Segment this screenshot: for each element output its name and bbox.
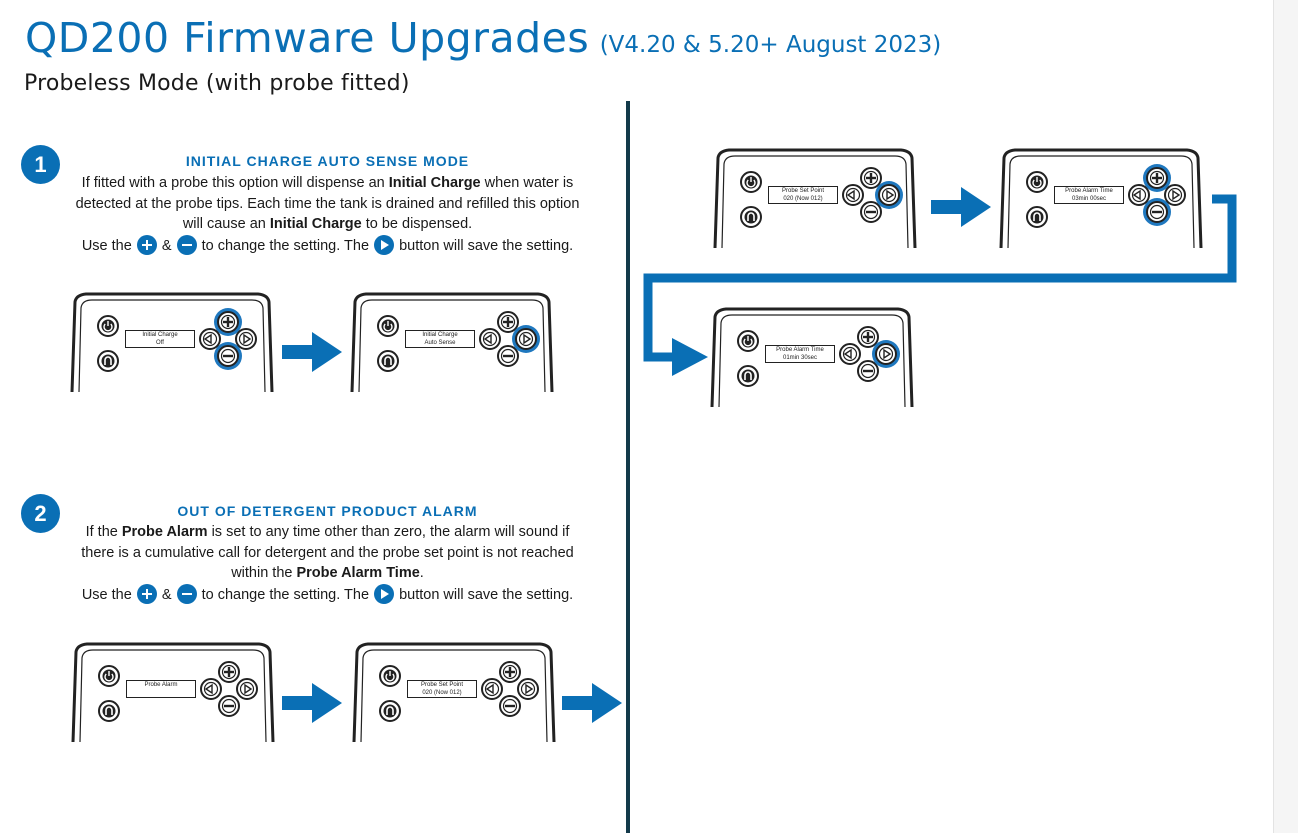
- scrollbar-track[interactable]: [1273, 0, 1298, 833]
- flow-arrow-icon: [931, 187, 991, 227]
- right-arrow-icon: [875, 181, 903, 209]
- right-arrow-icon: [235, 328, 257, 350]
- plus-button-icon: [1143, 164, 1171, 192]
- power-icon: [98, 665, 120, 687]
- magnet-icon: [1026, 206, 1048, 228]
- power-icon: [1026, 171, 1048, 193]
- left-arrow-icon: [479, 328, 501, 350]
- flow-arrow-icon: [282, 683, 342, 723]
- minus-button-icon: [497, 345, 519, 367]
- title-version: (V4.20 & 5.20+ August 2023): [599, 32, 942, 58]
- minus-button-icon: [218, 695, 240, 717]
- magnet-icon: [379, 700, 401, 722]
- power-icon: [97, 315, 119, 337]
- title-main: QD200 Firmware Upgrades: [25, 14, 590, 62]
- plus-button-icon: [218, 661, 240, 683]
- left-arrow-icon: [481, 678, 503, 700]
- left-arrow-icon: [199, 328, 221, 350]
- magnet-icon: [737, 365, 759, 387]
- plus-button-icon: [857, 326, 879, 348]
- usage-line-2: Use the & to change the setting. The but…: [82, 583, 573, 604]
- page-title: QD200 Firmware Upgrades (V4.20 & 5.20+ A…: [25, 14, 941, 62]
- magnet-icon: [740, 206, 762, 228]
- right-arrow-icon: [1164, 184, 1186, 206]
- left-arrow-icon: [1128, 184, 1150, 206]
- plus-button-icon: [860, 167, 882, 189]
- minus-button-icon: [860, 201, 882, 223]
- page-subtitle: Probeless Mode (with probe fitted): [24, 71, 410, 96]
- usage-line-1: Use the & to change the setting. The but…: [82, 234, 573, 255]
- power-icon: [740, 171, 762, 193]
- magnet-icon: [98, 700, 120, 722]
- plus-button-icon: [136, 234, 157, 255]
- play-button-icon: [374, 583, 395, 604]
- flow-arrow-icon: [282, 332, 342, 372]
- section-heading-2: OUT OF DETERGENT PRODUCT ALARM: [177, 503, 478, 519]
- minus-button-icon: [176, 583, 197, 604]
- step-badge-2: 2: [21, 494, 60, 533]
- magnet-icon: [97, 350, 119, 372]
- plus-button-icon: [499, 661, 521, 683]
- power-icon: [379, 665, 401, 687]
- left-arrow-icon: [200, 678, 222, 700]
- plus-button-icon: [497, 311, 519, 333]
- device-display: Probe Alarm: [126, 680, 196, 698]
- column-divider: [626, 101, 630, 833]
- section-text-2: If the Probe Alarm is set to any time ot…: [81, 524, 574, 604]
- flow-arrow-icon: [562, 683, 622, 723]
- left-arrow-icon: [842, 184, 864, 206]
- flow-connector-arrow: [643, 194, 1237, 376]
- plus-button-icon: [214, 308, 242, 336]
- section-heading-1: INITIAL CHARGE AUTO SENSE MODE: [185, 153, 470, 169]
- right-arrow-icon: [512, 325, 540, 353]
- device-illustration: Probe Alarm: [71, 642, 277, 743]
- minus-button-icon: [214, 342, 242, 370]
- minus-button-icon: [499, 695, 521, 717]
- plus-button-icon: [136, 583, 157, 604]
- power-icon: [377, 315, 399, 337]
- power-icon: [737, 330, 759, 352]
- right-arrow-icon: [872, 340, 900, 368]
- minus-button-icon: [176, 234, 197, 255]
- left-arrow-icon: [839, 343, 861, 365]
- play-button-icon: [374, 234, 395, 255]
- magnet-icon: [377, 350, 399, 372]
- minus-button-icon: [857, 360, 879, 382]
- section-text-1: If fitted with a probe this option will …: [75, 175, 580, 255]
- step-badge-1: 1: [21, 145, 60, 184]
- right-arrow-icon: [517, 678, 539, 700]
- minus-button-icon: [1143, 198, 1171, 226]
- right-arrow-icon: [236, 678, 258, 700]
